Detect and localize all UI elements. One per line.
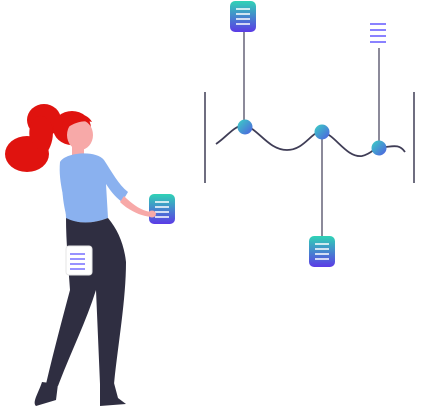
shirt	[59, 153, 128, 223]
right-shoe	[100, 383, 126, 406]
document-icon	[370, 23, 386, 43]
document-icon	[230, 1, 256, 32]
right-arm	[120, 196, 151, 217]
head	[67, 120, 93, 150]
node-icon	[237, 119, 253, 135]
node-icon	[371, 140, 387, 156]
left-shoe	[34, 382, 58, 406]
document-icon	[309, 236, 335, 267]
node-icon	[314, 124, 330, 140]
document-icon	[149, 194, 175, 224]
woman-figure	[5, 104, 151, 406]
document-icon	[65, 245, 93, 276]
pants	[46, 218, 126, 386]
